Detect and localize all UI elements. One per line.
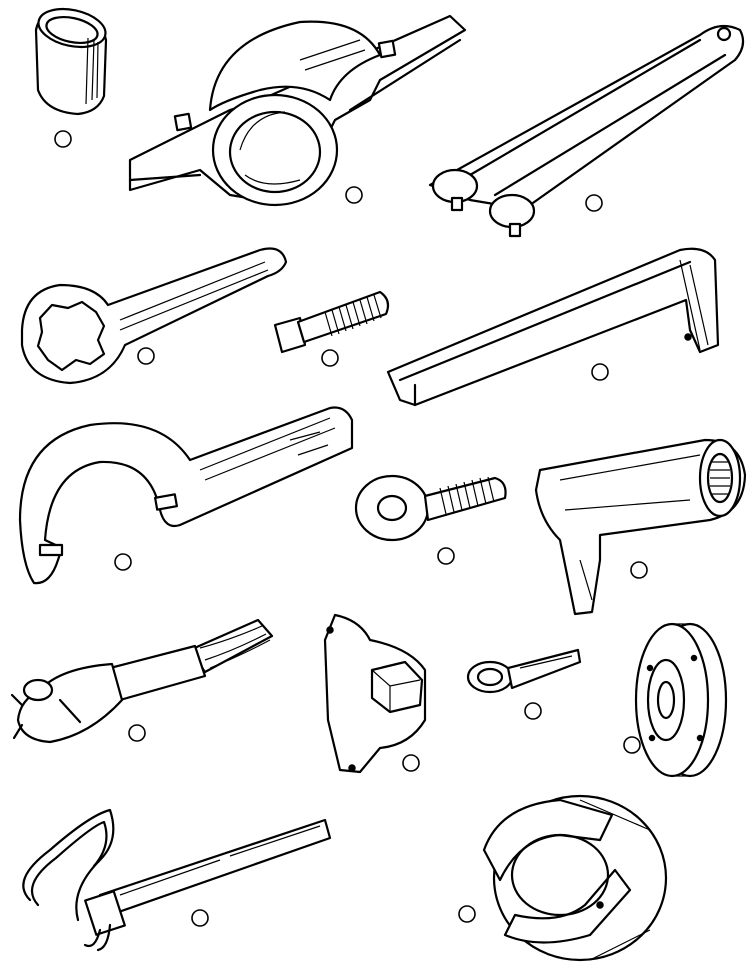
- small-ring-wrench-icon: [466, 648, 582, 720]
- cable-puller-icon: [10, 618, 274, 744]
- callout-marker: [114, 553, 132, 571]
- callout-marker: [191, 909, 209, 927]
- hook-spanner-icon: [18, 406, 354, 585]
- split-collar-icon: [458, 794, 668, 962]
- ring-spanner-icon: [20, 247, 288, 385]
- callout-marker: [128, 724, 146, 742]
- callout-marker: [458, 905, 476, 923]
- hex-holding-plate-icon: [323, 613, 427, 774]
- callout-marker: [591, 363, 609, 381]
- callout-marker: [437, 547, 455, 565]
- callout-marker: [54, 130, 72, 148]
- callout-marker: [137, 347, 155, 365]
- offset-bar-icon: [386, 247, 720, 407]
- threaded-bolt-icon: [273, 290, 390, 367]
- splined-socket-icon: [534, 438, 747, 616]
- callout-marker: [623, 736, 641, 754]
- strap-wrench-icon: [22, 808, 332, 952]
- callout-marker: [585, 194, 603, 212]
- split-clamp-icon: [128, 14, 467, 207]
- callout-marker: [524, 702, 542, 720]
- flanged-hub-icon: [623, 622, 728, 778]
- callout-marker: [402, 754, 420, 772]
- callout-marker: [345, 186, 363, 204]
- double-pin-spanner-icon: [428, 24, 745, 238]
- eye-bolt-icon: [354, 474, 507, 565]
- callout-marker: [321, 349, 339, 367]
- sleeve-ring-icon: [34, 7, 108, 148]
- callout-marker: [630, 561, 648, 579]
